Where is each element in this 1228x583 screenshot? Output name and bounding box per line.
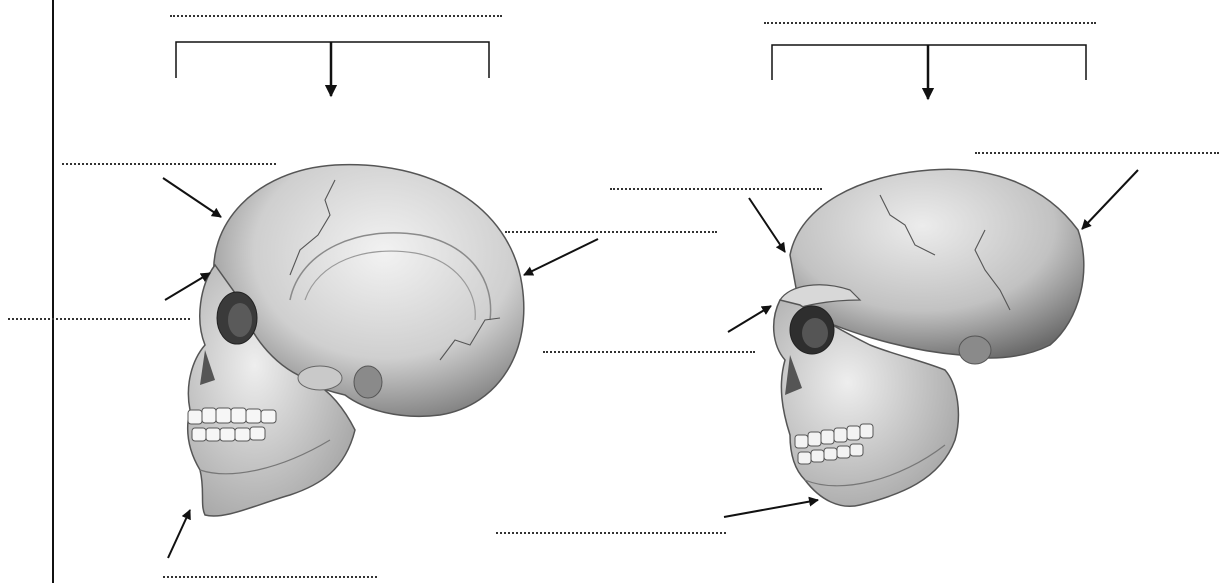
modern-human-skull <box>188 165 524 516</box>
right-skull-bracket <box>772 45 1086 99</box>
arrow-left-forehead <box>163 178 221 217</box>
arrow-right-brow-ridge <box>728 306 771 332</box>
arrow-right-chin <box>724 500 818 517</box>
archaic-hominin-skull <box>774 169 1084 506</box>
arrow-left-chin <box>168 510 190 558</box>
arrow-right-occiput <box>1082 170 1138 229</box>
arrow-right-forehead <box>749 198 785 252</box>
left-skull-bracket <box>176 42 489 96</box>
arrow-left-occiput <box>524 239 598 275</box>
